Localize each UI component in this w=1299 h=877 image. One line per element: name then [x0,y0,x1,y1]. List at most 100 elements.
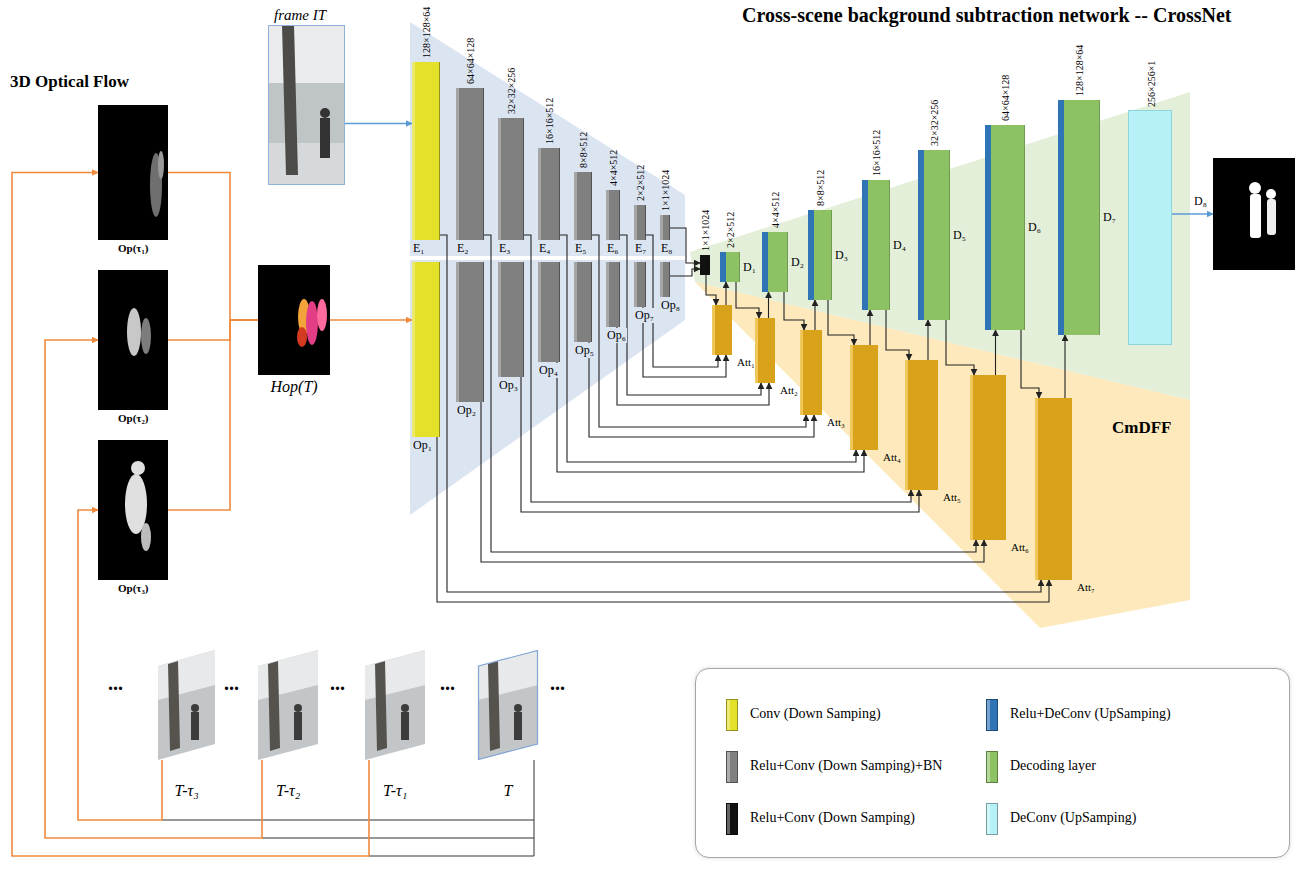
encoder-block: 8×8×512E₅ [574,172,592,240]
flow-encoder-block: Op₇ [634,262,646,307]
illustration [98,440,168,580]
diagram-title: Cross-scene background subtraction netwo… [742,4,1231,27]
illustration [158,650,215,760]
connector [1172,213,1213,215]
node-label: Op₈ [660,298,681,313]
encoder-block: 4×4×512E₆ [606,190,620,240]
illustration-part [268,25,345,83]
input-frame: frame IT [268,25,345,185]
encoder-block: 1×1×1024E₈ [660,215,670,240]
dimension-label: 32×32×256 [929,100,940,146]
ellipsis-label: ... [440,672,455,695]
layer-label: D₃ [835,248,848,263]
flow-encoder-block: Op₁ [412,262,440,437]
connector [725,282,726,305]
illustration-part [365,650,425,760]
legend-swatch [726,751,738,783]
connector [168,320,258,340]
decoder-block: 2×2×512D₁ [720,252,740,282]
section-label: 3D Optical Flow [10,72,129,92]
node-label: Att₂ [780,384,798,396]
connector [345,123,412,125]
node-label: frame IT [274,7,326,24]
attention-block: Att₄ [850,345,878,450]
connector [886,310,909,360]
dimension-label: 32×32×256 [506,68,517,114]
layer-label: E₇ [634,241,648,256]
connector [521,377,919,512]
connector [78,510,162,820]
encoder-block: 16×16×512E₄ [538,148,560,240]
decoder-block: 128×128×64D₇ [1058,100,1100,335]
illustration-part [488,661,500,751]
connector [484,235,976,552]
node-label: Op(τ₁) [118,242,148,254]
node-label: Att₃ [827,416,845,428]
hop-image: Hop(T) [258,265,330,375]
dimension-label: 1×1×1024 [700,210,711,251]
ellipsis-label: ... [330,672,345,695]
layer-label: D₆ [1028,220,1041,235]
node-label: Op₆ [606,328,627,343]
bottleneck-block: 1×1×1024 [700,255,710,275]
connector [1021,330,1039,398]
connector [995,330,996,375]
sequence-frame: T-τ₂ [258,650,318,760]
connector [670,228,700,263]
dimension-label: 8×8×512 [578,132,589,168]
connector [869,310,870,345]
layer-label: D₁ [743,260,756,275]
encoder-block: 128×128×64E₁ [412,62,440,240]
sequence-frame: T-τ₃ [158,650,215,760]
node-label: Att₁ [737,356,755,368]
dimension-label: 4×4×512 [770,192,781,228]
illustration-part [514,704,522,712]
flow-encoder-block: Op₈ [660,262,670,297]
deconv-strip [808,210,814,300]
deconv-strip [1058,100,1064,335]
encoder-panel [410,22,685,256]
flow-encoder-block: Op₆ [606,262,620,327]
illustration-part [401,712,409,740]
connector [620,235,761,395]
connector [1064,335,1065,398]
flow-encoder-block: Op₂ [456,262,484,402]
connector [168,320,258,510]
illustration-part [269,26,345,185]
illustration-part [375,661,387,751]
dimension-label: 1×1×1024 [660,170,671,211]
layer-label: E₆ [606,241,620,256]
illustration-part [268,25,345,185]
connector [643,307,726,377]
decoder-block: 32×32×256D₅ [918,150,950,320]
connector [828,300,854,345]
illustration-part [514,712,522,740]
legend-swatch [726,803,738,835]
illustration-part [297,327,307,347]
decoder-block: 64×64×128D₆ [985,125,1025,330]
illustration-part [479,651,538,760]
illustration-part [141,318,151,354]
encoder-panel [410,260,685,515]
legend-text: Decoding layer [1010,758,1096,774]
node-label: Op₂ [456,403,477,418]
optical-flow-image: Op(τ₃) [98,440,168,580]
illustration-part [317,299,327,331]
illustration-part [98,270,168,410]
connector [437,437,1049,602]
connector [617,327,769,405]
deconv-strip [720,252,726,282]
node-label: Att₄ [883,451,901,463]
illustration-part [320,108,330,118]
connector [736,282,759,318]
illustration-part [127,308,141,356]
illustration-part [478,650,538,760]
connector [784,292,804,330]
illustration-part [294,712,302,740]
attention-block: Att₃ [800,330,822,415]
illustration-part [695,282,1190,628]
decoder-block: 8×8×512D₃ [808,210,832,300]
sequence-frame: T-τ₁ [365,650,425,760]
illustration [268,25,345,185]
dimension-label: 256×256×1 [1146,61,1157,107]
